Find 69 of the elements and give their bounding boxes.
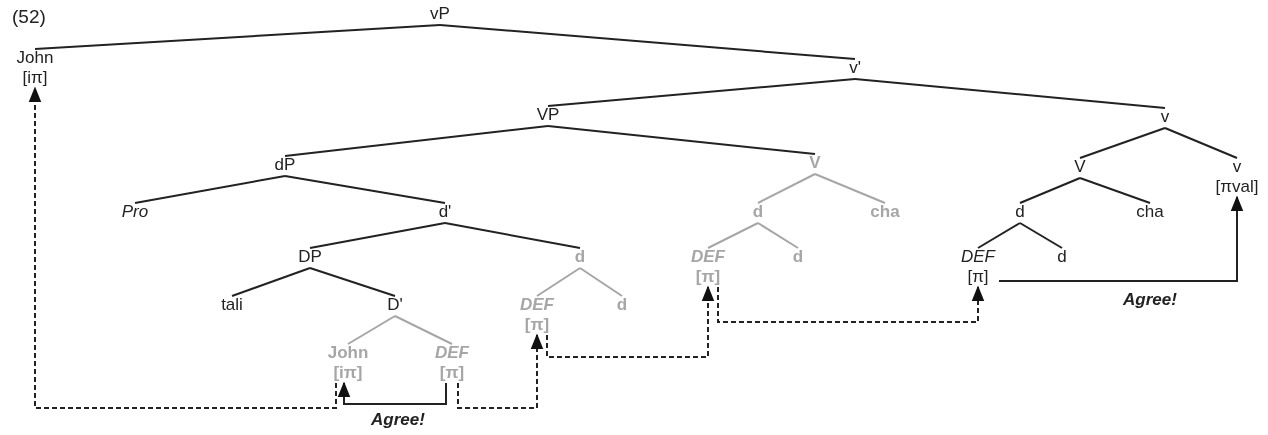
tree-branch: [977, 222, 1021, 249]
tree-branch: [547, 125, 816, 155]
feature-label: [iπ]: [332, 363, 364, 383]
tree-branch: [1019, 222, 1063, 249]
node-label: d: [1015, 202, 1025, 222]
tree-branch: [707, 222, 759, 249]
node-label: Pro: [121, 202, 149, 222]
feature-label: [π]: [523, 315, 551, 335]
tree-branch: [439, 24, 856, 60]
tree-branch: [854, 78, 1166, 109]
node-label: cha: [1136, 202, 1164, 222]
node-label: John: [16, 48, 54, 68]
tree-branch: [1019, 177, 1081, 204]
arrow: [998, 195, 1244, 282]
tree-branch: [284, 125, 549, 157]
node-label: d: [792, 247, 804, 267]
arrow: [337, 381, 447, 405]
node-label: VP: [536, 105, 560, 125]
tree-branch: [536, 267, 581, 297]
node-label: vP: [430, 4, 450, 24]
example-number: (52): [12, 6, 46, 28]
tree-branch: [579, 267, 623, 297]
node-label: DEF: [961, 247, 995, 267]
tree-branch: [1079, 177, 1151, 204]
node-label: v: [1160, 107, 1170, 127]
tree-branch: [284, 175, 446, 204]
node-label: dP: [274, 155, 296, 175]
feature-label: [iπ]: [21, 68, 49, 88]
feature-label: [π]: [694, 267, 722, 287]
node-label: D': [387, 295, 403, 315]
node-label: V: [1074, 157, 1086, 177]
node-label: v': [849, 58, 861, 78]
node-label: d: [616, 295, 628, 315]
node-label: V: [809, 153, 821, 173]
tree-branch: [1079, 127, 1166, 159]
node-label: cha: [870, 202, 900, 222]
tree-branch: [309, 267, 396, 297]
node-label: DEF: [691, 247, 725, 267]
feature-label: [πval]: [1215, 177, 1259, 197]
node-label: d': [438, 202, 452, 222]
feature-label: [π]: [438, 363, 466, 383]
tree-branch: [347, 315, 396, 345]
tree-branch: [134, 175, 286, 204]
tree-branch: [1164, 127, 1238, 159]
dashed-arrow: [546, 285, 715, 358]
tree-branch: [547, 78, 856, 107]
tree-branch: [394, 315, 453, 345]
edge-label: Agree!: [1121, 290, 1179, 310]
dashed-arrow: [457, 333, 544, 409]
tree-branch: [231, 267, 311, 297]
dashed-arrow: [717, 285, 985, 323]
edge-label: Agree!: [369, 410, 427, 430]
node-label: d: [574, 247, 586, 267]
node-label: DP: [298, 247, 322, 267]
node-label: DEF: [520, 295, 554, 315]
tree-branch: [34, 24, 441, 50]
feature-label: [π]: [966, 267, 990, 287]
node-label: John: [327, 343, 369, 363]
tree-branch: [757, 222, 799, 249]
tree-branch: [757, 173, 816, 204]
node-label: d: [752, 202, 764, 222]
tree-branch: [444, 222, 581, 249]
node-label: v: [1231, 157, 1243, 177]
dashed-arrow: [28, 86, 337, 409]
node-label: d: [1057, 247, 1067, 267]
node-label: DEF: [435, 343, 469, 363]
node-label: tali: [221, 295, 243, 315]
tree-branch: [309, 222, 446, 249]
tree-branch: [814, 173, 886, 204]
